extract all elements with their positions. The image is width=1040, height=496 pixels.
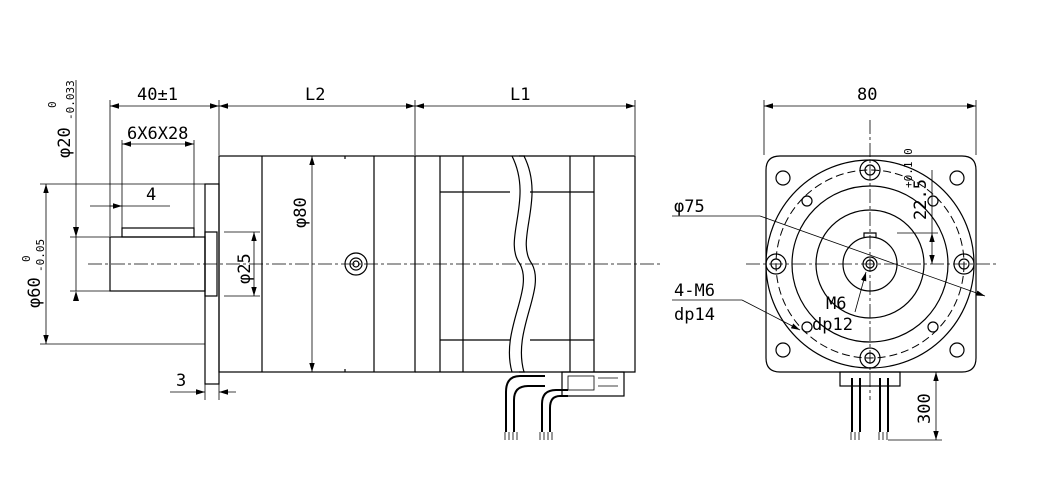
corner-hole-bl: [775, 342, 791, 358]
corner-hole-br: [949, 342, 965, 358]
holes-leader: [741, 299, 801, 331]
pilot-dia-label: φ60: [25, 277, 45, 308]
small-hole-1: [801, 195, 813, 207]
L1-label: L1: [510, 85, 530, 105]
center-label-2: dp12: [812, 315, 853, 335]
corner-hole-tr: [949, 170, 965, 186]
break-line-left: [508, 155, 525, 373]
front-ring-circle: [791, 185, 949, 343]
corner-hole-tl: [775, 170, 791, 186]
shaft-key: [121, 227, 195, 238]
front-view: 80 φ75 4-M6 dp14 M6 dp12 22.5 +0.1 0 300: [672, 85, 998, 441]
shaft-length-label: 40±1: [137, 85, 178, 105]
front-cable-ends: [850, 432, 888, 440]
gearbox-body: [218, 155, 416, 373]
center-tap-inner: [865, 259, 875, 269]
small-hole-2: [927, 195, 939, 207]
cable-ends-1: [504, 432, 553, 440]
cable-length-label: 300: [915, 393, 935, 424]
pilot-dia-tol-upper: 0: [20, 255, 33, 262]
arrow-shaft-top: [73, 227, 79, 237]
cable-2b: [549, 395, 568, 432]
connector-box: [561, 371, 625, 397]
small-hole-4: [927, 321, 939, 333]
flange-thickness-label: 3: [176, 371, 186, 391]
center-tap-leader: [854, 271, 867, 313]
connector-plug: [567, 375, 595, 391]
front-flange-square: [765, 155, 977, 373]
side-screw-inner: [349, 257, 363, 271]
shaft-end-circle: [842, 236, 898, 292]
cable-1a: [505, 375, 545, 432]
cable-2a: [541, 389, 568, 432]
shaft-dia-tol-upper: 0: [46, 101, 59, 108]
front-key-notch: [863, 232, 877, 237]
holes-label-2: dp14: [674, 305, 715, 325]
key-height-label: 22.5: [911, 179, 931, 220]
m6-hole-top: [859, 159, 881, 181]
m6-hole-bottom: [859, 347, 881, 369]
small-hole-3: [801, 321, 813, 333]
pcd-leader: [759, 215, 986, 297]
body-dia-label: φ80: [291, 197, 311, 228]
center-label-1: M6: [826, 294, 846, 314]
key-label: 6X6X28: [127, 124, 188, 144]
L2-label: L2: [305, 85, 325, 105]
side-view: 40±1 L2 L1 6X6X28 4 3 φ20 0 -0.033 φ60 0: [20, 80, 660, 440]
front-width-label: 80: [857, 85, 877, 105]
pilot-dia-tol-lower: -0.05: [34, 239, 47, 272]
shaft-dia-tol-lower: -0.033: [64, 80, 77, 120]
break-line-right: [520, 155, 537, 373]
pcd-label: φ75: [674, 197, 705, 217]
front-cable-boss: [839, 371, 901, 387]
shaft-dia-label: φ20: [55, 127, 75, 158]
key-height-tol: +0.1 0: [902, 148, 915, 188]
holes-label-1: 4-M6: [674, 281, 715, 301]
m6-hole-left: [765, 253, 787, 275]
boss-dia-label: φ25: [235, 253, 255, 284]
side-screw-outer: [344, 252, 368, 276]
key-offset-label: 4: [146, 185, 156, 205]
cable-1b: [513, 385, 545, 432]
m6-hole-right: [953, 253, 975, 275]
center-tap-outer: [862, 256, 878, 272]
pcd-circle: [775, 169, 965, 359]
front-pilot-circle: [815, 209, 925, 319]
arrow-shaft-bot: [73, 291, 79, 301]
side-screw-core: [352, 260, 360, 268]
